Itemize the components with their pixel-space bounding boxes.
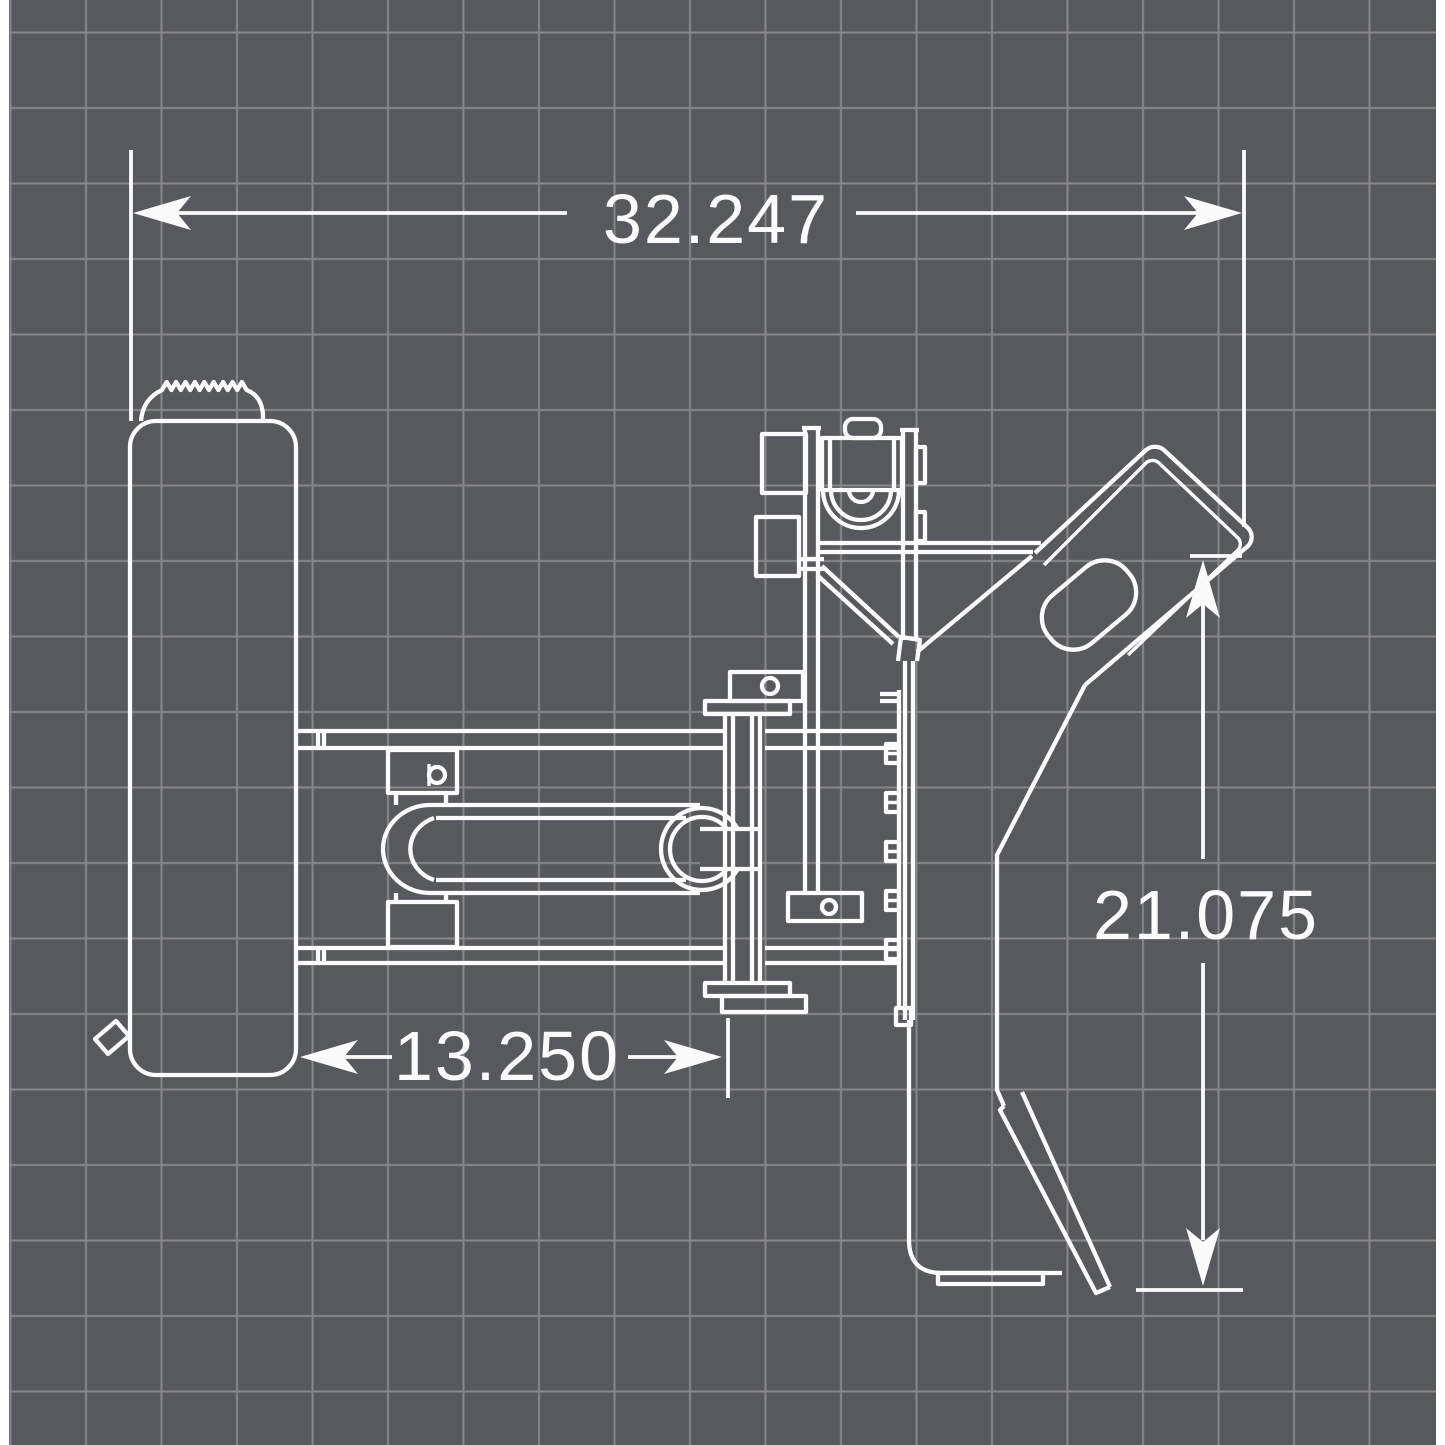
brace-plate (800, 556, 824, 572)
dimension-line (340, 1018, 730, 1098)
blade-arm-lip (1042, 458, 1242, 657)
upright-right-edge (994, 684, 1087, 1107)
arrow-left-icon (300, 1040, 358, 1074)
left-page-edge (0, 0, 9, 1445)
mount-plate (702, 669, 865, 1015)
arrow-right-icon (664, 1040, 722, 1074)
dimension-frame-depth: 13.250 (300, 1017, 730, 1098)
arrow-right-icon (1184, 196, 1242, 230)
top-pin-hole (759, 675, 781, 697)
overall-width-label: 32.247 (603, 180, 829, 258)
serrated-wear-edge (138, 379, 266, 422)
mast-block-upper (759, 431, 809, 496)
cutting-edge (997, 1091, 1112, 1296)
lower-pin-hole (819, 897, 839, 917)
upright-left-edge (902, 661, 916, 1020)
frame-depth-label: 13.250 (394, 1017, 620, 1095)
arm-slot (1039, 558, 1139, 652)
mount-columns (722, 714, 763, 983)
top-link-bar (818, 540, 1041, 555)
upright-body (880, 554, 1112, 1296)
mount-base-plate (719, 993, 809, 1015)
overall-height-label: 21.075 (1093, 876, 1319, 954)
pivot-housing (819, 435, 905, 493)
arrow-down-icon (1186, 1228, 1220, 1286)
attach-plate-tabs (883, 741, 902, 962)
blade-arm-outline (1033, 444, 1254, 687)
cylinder-lower-bracket (385, 899, 460, 950)
cylinder-upper-bracket (385, 747, 460, 796)
pivot-bearing-arcs (820, 489, 902, 531)
mast-block-lower (753, 514, 802, 579)
arrow-up-icon (1186, 560, 1220, 618)
right-page-edge (1436, 0, 1445, 1445)
cylinder-barrel (380, 802, 700, 896)
plate-foot (893, 1005, 914, 1028)
hydraulic-cylinder (380, 747, 760, 950)
mast-assembly (753, 416, 1041, 893)
skid-tab (92, 1018, 132, 1057)
base-shoe (935, 1270, 1046, 1287)
push-frame-rails (296, 728, 899, 966)
dimension-overall-height: 21.075 (1093, 554, 1319, 1292)
tick-lines (1136, 554, 1243, 1292)
extension-lines (129, 150, 1246, 527)
diagonal-brace (815, 564, 901, 646)
blade-arm (1033, 444, 1254, 687)
lower-pin-bracket (785, 890, 865, 924)
dimension-overall-width: 32.247 (129, 150, 1246, 527)
arrow-left-icon (133, 196, 191, 230)
